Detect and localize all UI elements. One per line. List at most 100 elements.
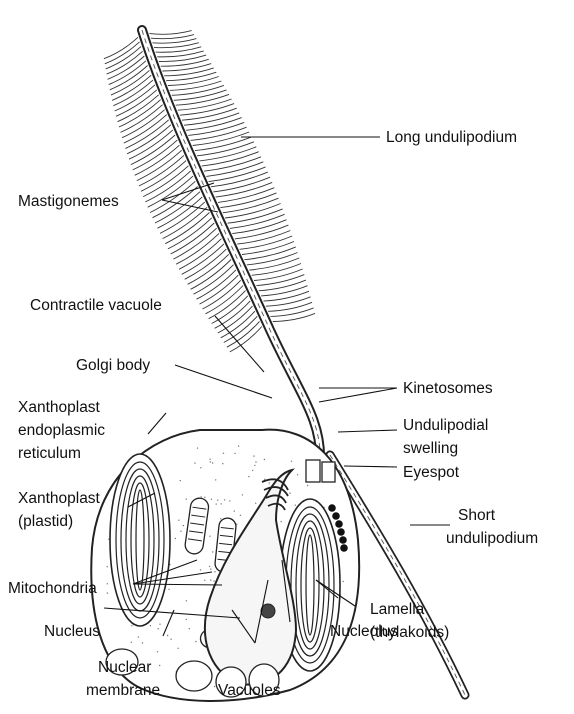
stipple-dot — [186, 619, 187, 620]
mastigoneme-hair — [171, 223, 215, 254]
stipple-dot — [209, 459, 210, 460]
stipple-dot — [107, 566, 108, 567]
stipple-dot — [222, 463, 223, 464]
mastigoneme-hair — [116, 90, 157, 116]
stipple-dot — [180, 531, 181, 532]
label-short-undulipodium-2: undulipodium — [446, 530, 538, 547]
mastigoneme-hair — [173, 228, 216, 259]
xanthoplast-left — [110, 454, 170, 626]
label-nuclear-membrane-1: Nuclear — [98, 659, 151, 676]
stipple-dot — [220, 518, 221, 519]
stipple-dot — [212, 462, 213, 463]
stipple-dot — [269, 482, 270, 483]
stipple-dot — [234, 453, 235, 454]
stipple-dot — [194, 462, 195, 463]
label-eyespot: Eyespot — [403, 464, 460, 481]
label-long-undulipodium: Long undulipodium — [386, 129, 517, 146]
label-undulipodial-swelling-2: swelling — [403, 440, 458, 457]
mastigoneme-hair — [271, 308, 314, 317]
kinetosomes — [306, 460, 335, 482]
stipple-dot — [252, 470, 253, 471]
stipple-dot — [255, 461, 256, 462]
stipple-dot — [177, 648, 178, 649]
stipple-dot — [253, 455, 254, 456]
stipple-dot — [168, 589, 169, 590]
mastigoneme-hair — [197, 270, 236, 299]
label-kinetosomes: Kinetosomes — [403, 380, 493, 397]
stipple-dot — [204, 580, 205, 581]
stipple-dot — [224, 499, 225, 500]
mastigoneme-hair — [125, 120, 168, 149]
stipple-dot — [229, 500, 230, 501]
mastigoneme-hair — [179, 239, 221, 270]
mastigoneme-hair — [188, 254, 229, 284]
stipple-dot — [214, 571, 215, 572]
label-contractile-vacuole: Contractile vacuole — [30, 297, 162, 314]
stipple-dot — [234, 510, 235, 511]
stipple-dot — [107, 592, 108, 593]
label-xanthoplast-plastid-1: Xanthoplast — [18, 490, 101, 507]
stipple-dot — [107, 583, 108, 584]
label-mitochondria: Mitochondria — [8, 580, 97, 597]
stipple-dot — [209, 566, 210, 567]
stipple-dot — [255, 503, 256, 504]
label-xanthoplast-plastid-2: (plastid) — [18, 513, 73, 530]
stipple-dot — [201, 496, 202, 497]
stipple-dot — [200, 569, 201, 570]
stipple-dot — [264, 459, 265, 460]
label-xanthoplast-er-1: Xanthoplast — [18, 399, 101, 416]
mastigoneme-hair — [200, 275, 239, 304]
mastigoneme-hair — [122, 110, 165, 138]
stipple-dot — [195, 641, 196, 642]
stipple-dot — [343, 581, 344, 582]
stipple-dot — [159, 665, 160, 666]
stipple-dot — [223, 453, 224, 454]
mastigoneme-hair — [273, 313, 315, 321]
stipple-dot — [221, 503, 222, 504]
stipple-dot — [210, 579, 211, 580]
mastigoneme-hair — [113, 80, 153, 106]
stipple-dot — [295, 505, 296, 506]
label-nucleolus: Nucleolus — [330, 623, 398, 640]
stipple-dot — [204, 497, 205, 498]
stipple-dot — [170, 639, 171, 640]
stipple-dot — [264, 479, 265, 480]
mastigoneme-hair — [163, 207, 208, 238]
stipple-dot — [254, 465, 255, 466]
label-nuclear-membrane-2: membrane — [86, 682, 160, 699]
label-nucleus: Nucleus — [44, 623, 100, 640]
stipple-dot — [178, 520, 179, 521]
stipple-dot — [210, 568, 211, 569]
stipple-dot — [183, 525, 184, 526]
stipple-dot — [240, 515, 241, 516]
mastigoneme-hair — [203, 280, 241, 309]
stipple-dot — [289, 493, 290, 494]
label-golgi-body: Golgi body — [76, 357, 150, 374]
mastigoneme-hair — [194, 265, 234, 295]
stipple-dot — [307, 485, 308, 486]
mastigoneme-hair — [168, 218, 212, 249]
mastigoneme-hair — [159, 55, 206, 61]
mastigoneme-hair — [157, 51, 204, 57]
mastigoneme-hair — [174, 90, 227, 100]
stipple-dot — [186, 600, 187, 601]
stipple-dot — [217, 500, 218, 501]
stipple-dot — [213, 580, 214, 581]
mastigoneme-hair — [266, 297, 311, 306]
stipple-dot — [180, 480, 181, 481]
label-mastigonemes: Mastigonemes — [18, 193, 119, 210]
mastigoneme-hair — [182, 244, 224, 274]
stipple-dot — [138, 636, 139, 637]
stipple-dot — [210, 461, 211, 462]
mastigoneme-hair — [115, 85, 155, 111]
label-xanthoplast-er-2: endoplasmic — [18, 422, 105, 439]
stipple-dot — [131, 642, 132, 643]
mastigoneme-hair — [118, 95, 159, 122]
mastigoneme-hair — [165, 213, 209, 244]
mastigoneme-hair — [185, 249, 227, 279]
stipple-dot — [214, 686, 215, 687]
stipple-dot — [238, 445, 239, 446]
stipple-dot — [167, 635, 168, 636]
stipple-dot — [189, 628, 190, 629]
